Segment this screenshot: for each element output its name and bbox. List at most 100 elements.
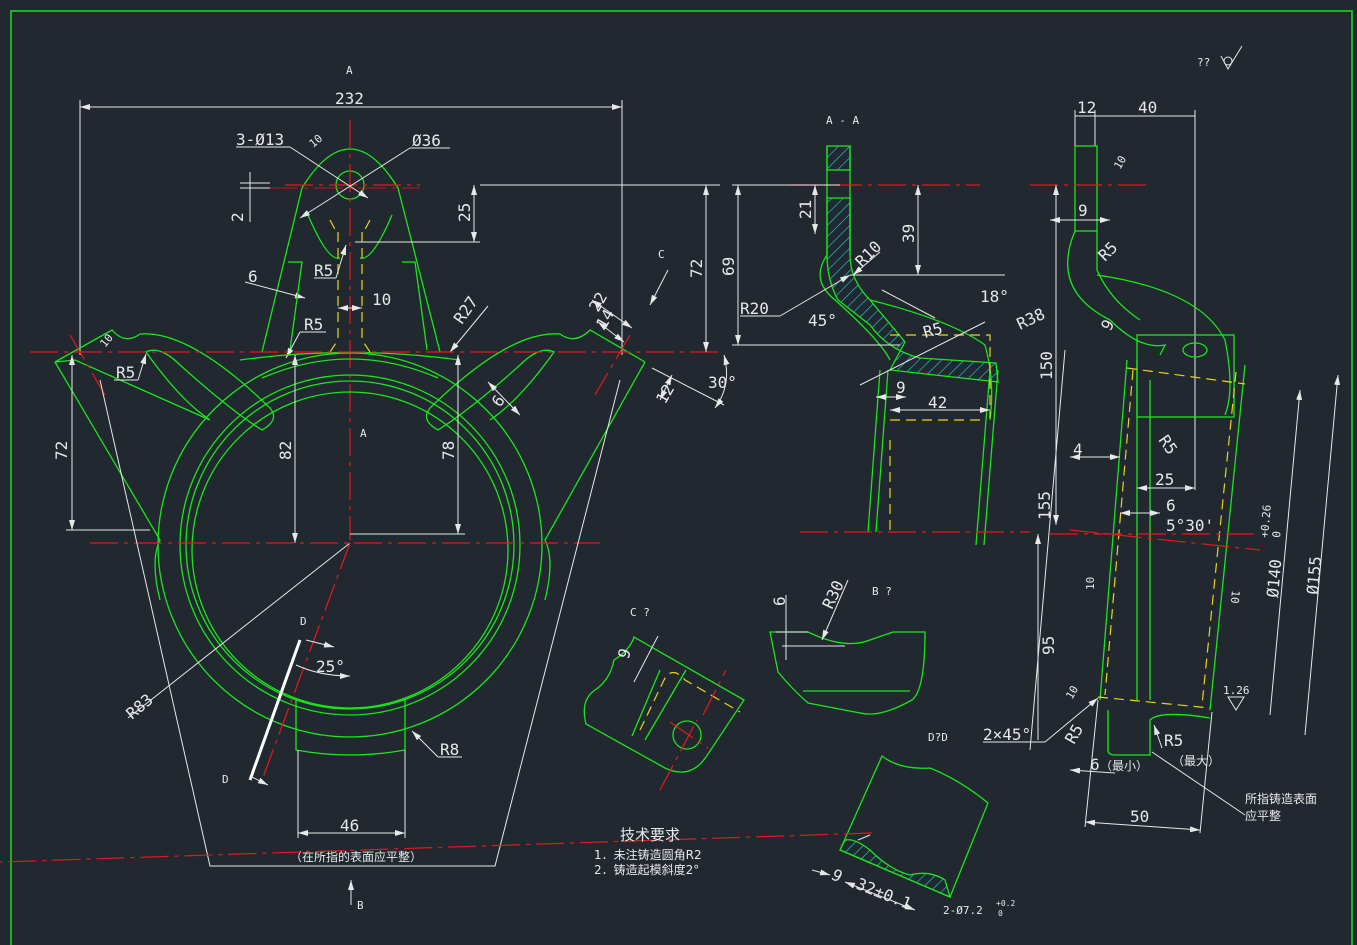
dim-2-d7-2: 2-Ø7.2 <box>943 904 983 917</box>
section-d-bottom-label: D <box>222 773 229 786</box>
view-label-a-center: A <box>360 427 367 440</box>
dim-50: 50 <box>1130 807 1149 826</box>
section-aa: A - A 69 21 39 R10 R20 45° 18° R5 R38 9 <box>719 114 1048 546</box>
dim-3-d13: 3-Ø13 <box>236 130 284 149</box>
dim-12-side: 12 <box>1077 98 1096 117</box>
dim-r38: R38 <box>1014 304 1048 333</box>
roughness-side-top: 10 <box>1111 154 1129 172</box>
left-arm-outline <box>54 329 275 431</box>
flat-surface-outline <box>99 379 621 867</box>
dim-d140: Ø140 <box>1263 558 1285 598</box>
section-aa-hatched-profile <box>826 197 999 383</box>
dim-r27: R27 <box>450 293 482 328</box>
view-b-title: B ? <box>872 585 892 598</box>
dim-95: 95 <box>1039 636 1058 655</box>
tech-requirement-item: 1．未注铸造圆角R2 <box>594 847 702 862</box>
dim-39: 39 <box>899 224 918 243</box>
dim-72-right: 72 <box>687 259 706 278</box>
angle-25: 25° <box>316 657 345 676</box>
section-dd-title: D?D <box>928 731 948 744</box>
dim-d7-2-tol-upper: +0.2 <box>996 899 1015 908</box>
dim-4: 4 <box>1073 440 1083 459</box>
view-arrow-c-label: C <box>658 248 665 261</box>
section-dd-hatched <box>839 839 952 899</box>
view-c-outline <box>583 636 745 773</box>
roughness-1-26: 1.26 <box>1223 684 1250 697</box>
dim-d7-2-tol-lower: 0 <box>998 909 1003 918</box>
view-arrow-b-label: B <box>357 899 364 912</box>
view-c-title: C ? <box>630 606 650 619</box>
bottom-lug <box>295 700 406 756</box>
dim-9-aa: 9 <box>896 378 906 397</box>
dim-12: 12 <box>652 381 678 407</box>
main-view: A 232 3-Ø13 10 Ø36 2 25 R5 10 <box>30 64 737 912</box>
dim-r10: R10 <box>851 237 885 271</box>
view-c: C ? 9 <box>583 606 745 791</box>
angle-18: 18° <box>980 287 1009 306</box>
roughness-side-right: 10 <box>1228 590 1242 604</box>
flat-note-line2: 应平整 <box>1245 808 1281 823</box>
dim-2: 2 <box>228 212 247 222</box>
dim-9-c: 9 <box>614 646 635 662</box>
roughness-side-left: 10 <box>1084 577 1097 590</box>
roughness-side-bottom: 10 <box>1063 684 1081 702</box>
dim-155: 155 <box>1035 491 1054 520</box>
section-d-top-label: D <box>300 615 307 628</box>
side-bottom-slot <box>1107 710 1211 756</box>
dim-6-rib: 6 <box>248 267 258 286</box>
roughness-note: ?? <box>1197 45 1243 71</box>
dim-82: 82 <box>276 441 295 460</box>
dim-150: 150 <box>1037 351 1056 380</box>
dim-40: 40 <box>1138 98 1157 117</box>
r83-leader <box>127 542 351 719</box>
note-max: （最大） <box>1172 754 1220 768</box>
angle-5-30: 5°30' <box>1166 516 1214 535</box>
dim-78: 78 <box>439 441 458 460</box>
view-b-outline <box>769 631 926 715</box>
dim-69: 69 <box>719 257 738 276</box>
dim-d140-tol-lower: 0 <box>1270 531 1284 539</box>
dim-d155: Ø155 <box>1303 555 1325 595</box>
dim-32: 32±0.1 <box>854 874 915 913</box>
section-line-d <box>248 639 302 781</box>
drawing-frame <box>10 10 1353 945</box>
roughness-note-label: ?? <box>1197 56 1210 69</box>
dim-r83: R83 <box>122 690 156 723</box>
flat-surface-note: （在所指的表面应平整） <box>290 849 422 864</box>
roughness-top: 10 <box>307 132 326 150</box>
dim-9-side-top: 9 <box>1078 201 1088 220</box>
dim-6-b: 6 <box>770 596 789 606</box>
dim-r8: R8 <box>440 740 459 759</box>
section-dd-outline <box>839 754 989 898</box>
section-dd: D?D 9 32±0.1 2-Ø7.2 +0.2 0 <box>0 731 1015 918</box>
dim-r20: R20 <box>740 299 769 318</box>
dim-r5-left: R5 <box>116 363 135 382</box>
flat-note-line1: 所指铸造表面 <box>1245 791 1317 806</box>
boss-outline <box>261 148 441 353</box>
angle-30: 30° <box>708 373 737 392</box>
tech-requirements-title: 技术要求 <box>620 826 680 844</box>
roughness-left: 10 <box>97 331 115 350</box>
dim-232: 232 <box>335 89 364 108</box>
side-view: 12 40 10 9 R5 9 150 R5 4 25 6 5°30' 155 … <box>983 98 1341 834</box>
dim-46: 46 <box>340 816 359 835</box>
tech-requirement-item: 2．铸造起模斜度2° <box>594 862 699 877</box>
dim-25: 25 <box>455 203 474 222</box>
dim-6-min: 6 <box>1090 755 1100 774</box>
dim-d36: Ø36 <box>412 131 441 150</box>
dim-r5-bottom-right: R5 <box>1164 731 1183 750</box>
dim-10: 10 <box>372 290 391 309</box>
dim-6-side: 6 <box>1166 496 1176 515</box>
dim-r30: R30 <box>818 577 847 611</box>
angle-45: 45° <box>808 311 837 330</box>
dim-25-side: 25 <box>1155 470 1174 489</box>
dim-72-left: 72 <box>52 441 71 460</box>
dim-d140-tol-upper: +0.26 <box>1258 504 1274 538</box>
section-aa-title: A - A <box>826 114 859 127</box>
tech-requirements: 技术要求 1．未注铸造圆角R2 2．铸造起模斜度2° <box>594 826 702 877</box>
view-arrow-c <box>649 269 669 306</box>
dim-chamfer: 2×45° <box>983 725 1031 744</box>
note-min: （最小） <box>1100 759 1148 773</box>
dim-42: 42 <box>928 393 947 412</box>
roughness-unmachined-icon <box>1220 45 1243 71</box>
